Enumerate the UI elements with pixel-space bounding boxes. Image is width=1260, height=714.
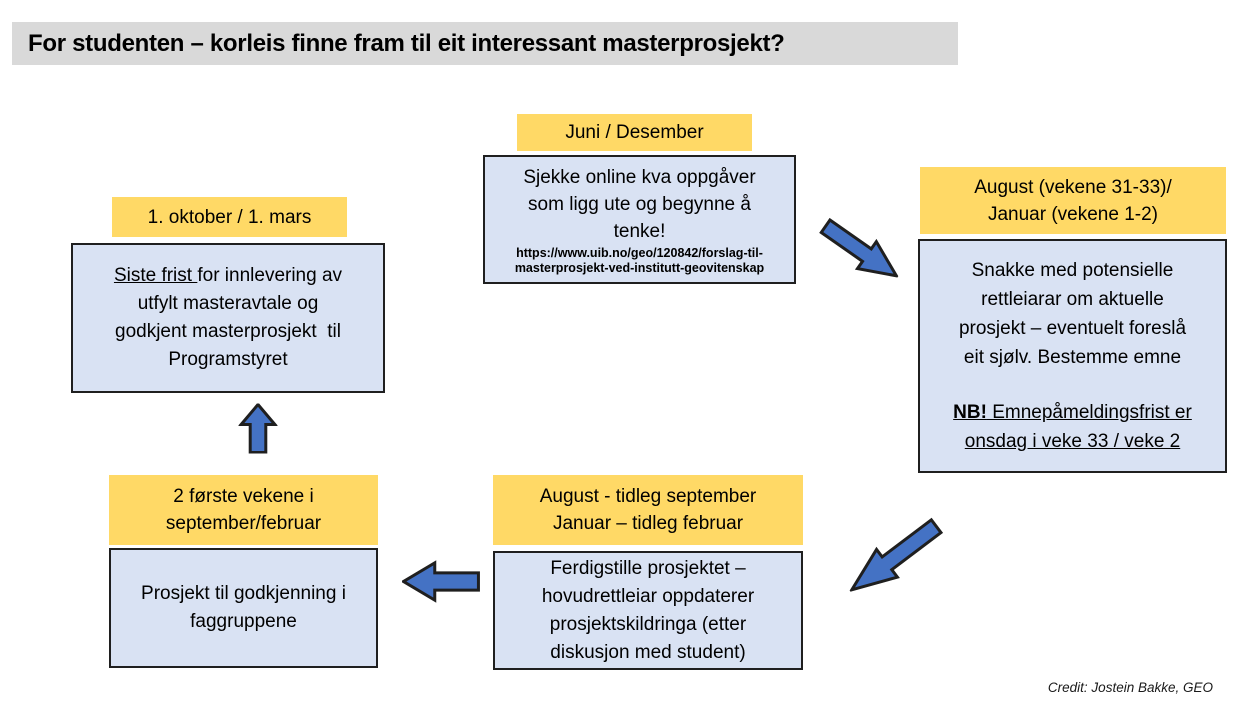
nb-label: NB! — [953, 402, 987, 423]
project-list-link[interactable]: https://www.uib.no/geo/120842/forslag-ti… — [515, 246, 764, 276]
content-box-talk-supervisors: Snakke med potensielle rettleiarar om ak… — [918, 239, 1227, 473]
arrow-down-left-icon — [838, 509, 950, 607]
nb-text: Emnepåmeldingsfrist er — [986, 402, 1192, 423]
date-badge-juni-desember: Juni / Desember — [517, 114, 752, 151]
content-box-godkjenning: Prosjekt til godkjenning i faggruppene — [109, 548, 378, 668]
box-text-line: godkjent masterprosjekt til — [115, 321, 341, 342]
link-text-line[interactable]: masterprosjekt-ved-institutt-geovitenska… — [514, 260, 765, 275]
box-text-line: Programstyret — [168, 349, 288, 370]
box-text-line: Snakke med potensielle — [971, 260, 1174, 281]
box-text-line: Siste frist for innlevering av — [114, 262, 342, 290]
date-badge-august-tidleg: August - tidleg september Januar – tidle… — [493, 475, 803, 545]
box-text-line: utfylt masteravtale og — [137, 293, 319, 314]
credit-text: Credit: Jostein Bakke, GEO — [1047, 680, 1213, 695]
page-title: For studenten – korleis finne fram til e… — [28, 29, 785, 57]
box-text-line: prosjektskildringa (etter — [549, 613, 747, 635]
date-text-line: August - tidleg september — [539, 486, 757, 507]
date-text-line: 2 første vekene i — [173, 486, 314, 507]
arrow-up-icon — [239, 404, 278, 454]
date-badge-september-februar: 2 første vekene i september/februar — [109, 475, 378, 545]
date-text-line: August (vekene 31-33)/ — [974, 176, 1172, 198]
date-text: Juni / Desember — [565, 122, 704, 143]
nb-note: NB! Emnepåmeldingsfrist er onsdag i veke… — [953, 398, 1192, 456]
nb-text-line: onsdag i veke 33 / veke 2 — [964, 431, 1181, 452]
box-text-line: prosjekt – eventuelt foreslå — [958, 318, 1187, 339]
box-text-line: Prosjekt til godkjenning i — [141, 583, 346, 604]
box-text-line: Ferdigstille prosjektet – — [550, 557, 746, 579]
box-text-line: diskusjon med student) — [550, 641, 746, 663]
date-text-line: Januar – tidleg februar — [552, 513, 744, 534]
box-text: for innlevering av — [197, 265, 343, 286]
date-text-line: Januar (vekene 1-2) — [987, 203, 1159, 225]
box-text-line: faggruppene — [190, 611, 297, 632]
content-box-siste-frist: Siste frist for innlevering av utfylt ma… — [71, 243, 385, 393]
box-text-line: eit sjølv. Bestemme emne — [963, 347, 1182, 368]
box-text-line: tenke! — [613, 220, 666, 242]
content-box-check-online: Sjekke online kva oppgåver som ligg ute … — [483, 155, 796, 284]
arrow-left-icon — [402, 560, 480, 603]
link-text-line[interactable]: https://www.uib.no/geo/120842/forslag-ti… — [516, 245, 763, 260]
box-text-line: Sjekke online kva oppgåver — [523, 166, 756, 188]
content-box-ferdigstille: Ferdigstille prosjektet – hovudrettleiar… — [493, 551, 803, 670]
nb-text-line: NB! Emnepåmeldingsfrist er — [953, 398, 1192, 427]
date-badge-oktober-mars: 1. oktober / 1. mars — [112, 197, 347, 237]
arrow-down-right-icon — [813, 210, 909, 293]
title-bar: For studenten – korleis finne fram til e… — [12, 22, 958, 65]
box-text-line: hovudrettleiar oppdaterer — [541, 585, 755, 607]
box-text-line: rettleiarar om aktuelle — [981, 289, 1164, 310]
underlined-text: Siste frist — [113, 265, 198, 286]
date-text: 1. oktober / 1. mars — [147, 206, 312, 228]
date-badge-august-januar-weeks: August (vekene 31-33)/ Januar (vekene 1-… — [920, 167, 1226, 234]
date-text-line: september/februar — [165, 513, 322, 534]
box-text-line: som ligg ute og begynne å — [528, 193, 751, 215]
